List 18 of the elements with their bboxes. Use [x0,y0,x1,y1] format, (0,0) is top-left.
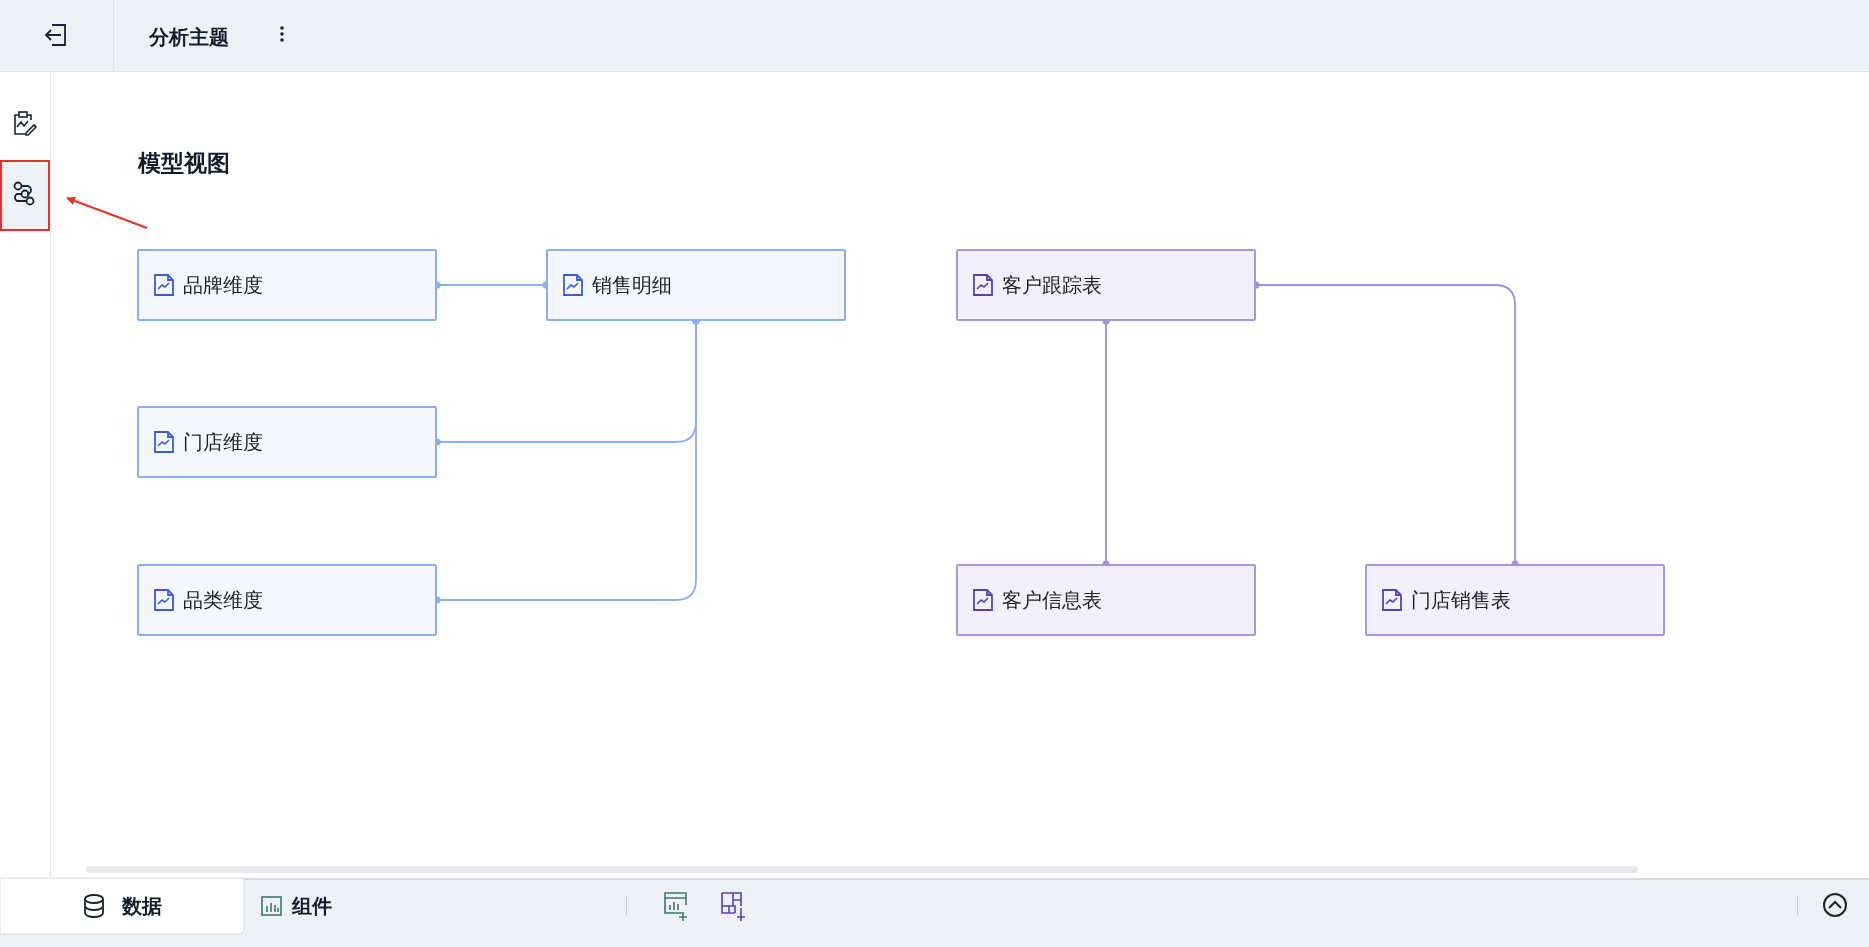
tab-label: 组件 [292,893,332,920]
table-name: 客户信息表 [1002,586,1102,614]
table-name: 品牌维度 [183,271,263,299]
table-card [137,564,437,636]
table-card [137,406,437,478]
topic-title: 分析主题 [149,24,229,51]
table-name: 门店维度 [183,428,263,456]
table-name: 品类维度 [183,586,263,614]
table-card [1365,564,1665,636]
table-card [546,249,846,321]
page-heading: 模型视图 [138,149,230,178]
tab-label: 数据 [122,893,162,920]
table-name: 销售明细 [592,271,672,299]
table-name: 客户跟踪表 [1002,271,1102,299]
table-card [956,249,1256,321]
table-card [137,249,437,321]
table-name: 门店销售表 [1411,586,1511,614]
table-card [956,564,1256,636]
